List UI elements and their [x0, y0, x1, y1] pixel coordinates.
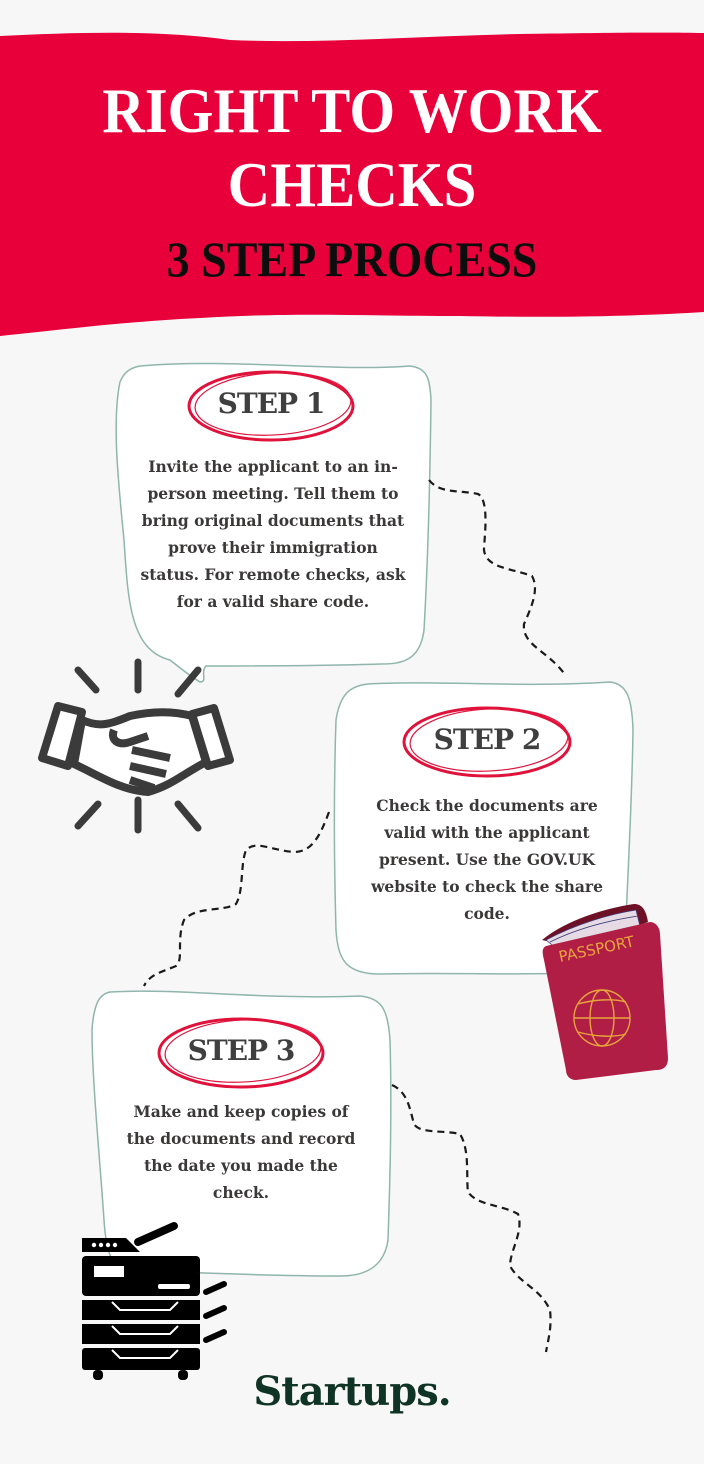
passport-icon: PASSPORT	[542, 904, 668, 1080]
header-banner	[0, 32, 704, 336]
step2-body: Check the documents are valid with the a…	[371, 796, 603, 923]
step1-heading: STEP 1	[217, 387, 326, 420]
step3-body: Make and keep copies of the documents an…	[126, 1102, 356, 1202]
step1-body: Invite the applicant to an in-person mee…	[140, 457, 406, 611]
connector-1-2	[428, 479, 567, 677]
page-subtitle: 3 STEP PROCESS	[166, 231, 538, 287]
step3-heading: STEP 3	[187, 1034, 296, 1067]
startups-logo[interactable]: Startups.	[253, 1368, 451, 1415]
photocopier-icon	[82, 1222, 227, 1380]
handshake-icon	[38, 658, 234, 834]
page-title-line1: RIGHT TO WORK	[102, 75, 602, 146]
page-title-line2: CHECKS	[227, 149, 477, 220]
connector-3-end	[391, 1083, 552, 1353]
step2-heading: STEP 2	[433, 723, 542, 756]
